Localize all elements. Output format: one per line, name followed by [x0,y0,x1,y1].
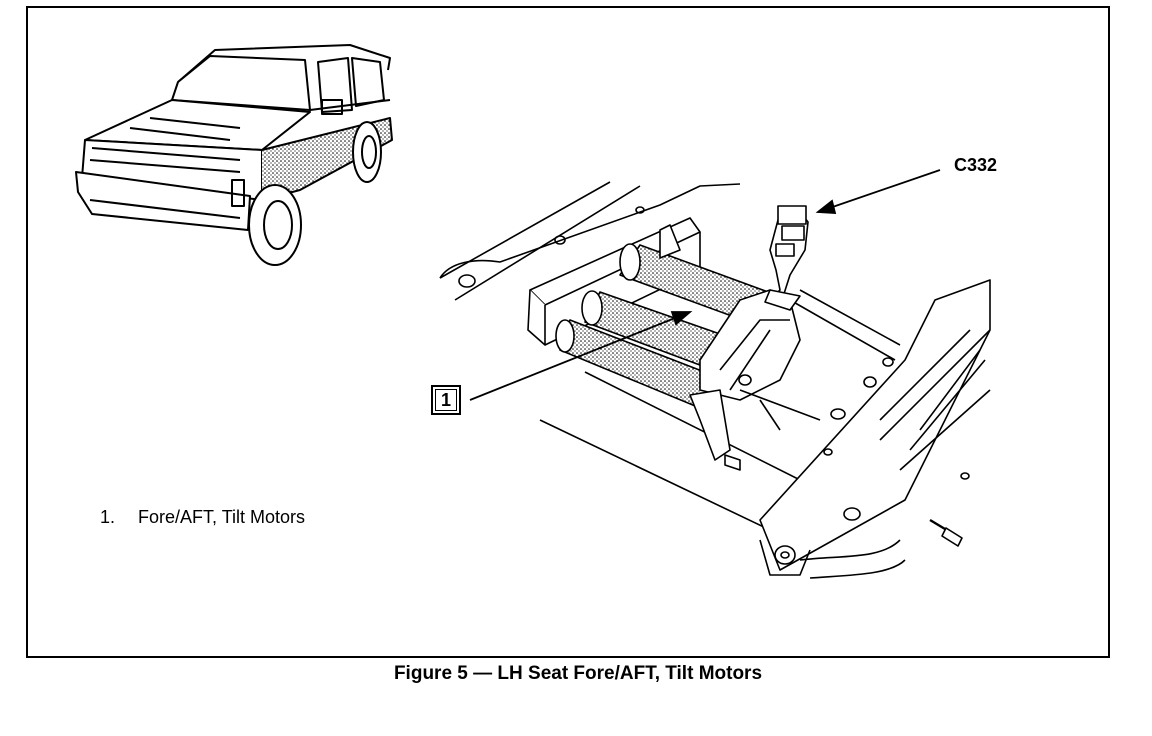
seat-frame-illustration [439,181,991,579]
leader-lines [469,169,941,401]
item-number-callout: 1 [431,385,461,415]
legend-list: 1. Fore/AFT, Tilt Motors [100,507,305,528]
leader-arrowhead-item-1 [670,311,693,326]
leader-arrowhead-c332 [815,199,837,214]
leader-line-item-1 [469,311,691,401]
legend-item-text: Fore/AFT, Tilt Motors [138,507,306,527]
leader-line-c332 [817,169,941,213]
vehicle-locator-icon [75,44,393,266]
connector-callout-label: C332 [954,155,998,175]
figure-caption: Figure 5 — LH Seat Fore/AFT, Tilt Motors [393,663,763,684]
legend-item-number: 1. [100,507,116,527]
figure-frame [26,6,1110,658]
legend-item: 1. Fore/AFT, Tilt Motors [100,507,305,528]
